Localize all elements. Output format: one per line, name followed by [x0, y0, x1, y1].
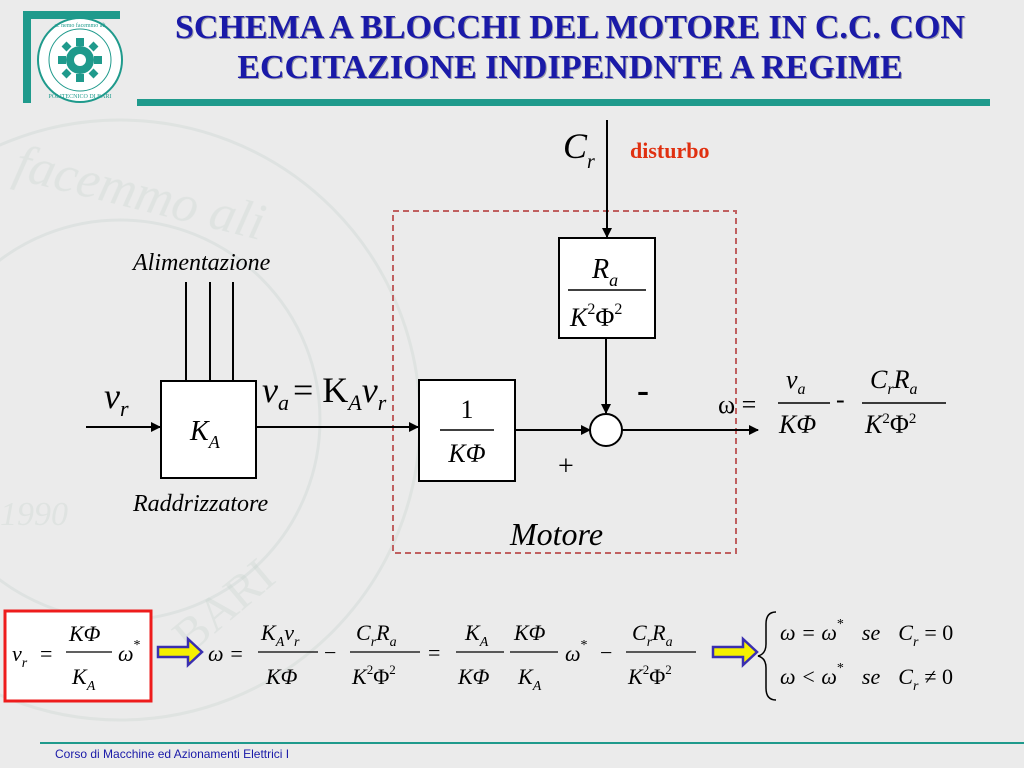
slide-title: SCHEMA A BLOCCHI DEL MOTORE IN C.C. CON … — [130, 8, 1010, 88]
logo-text-bottom: POLITECNICO DI BARI — [49, 94, 112, 100]
ra-block — [558, 237, 656, 339]
implies-arrow-2 — [711, 636, 759, 668]
implies-arrow-1 — [156, 636, 204, 668]
input-vr-label: vr — [104, 376, 129, 421]
eq-f5-den: K2Φ2 — [627, 662, 672, 689]
raddrizzatore-label: Raddrizzatore — [132, 491, 268, 517]
logo-text-top: ac nemo facemmo ali — [54, 22, 106, 29]
eq-f2-num: CrRa — [356, 620, 397, 650]
eq-f3-den: KΦ — [457, 664, 490, 689]
eq-f3-num: KA — [464, 620, 489, 650]
vr-highlight-box — [3, 609, 153, 703]
alimentazione-label: Alimentazione — [131, 250, 271, 276]
omega-f1-den: KΦ — [778, 410, 816, 439]
eq-equals-2: = — [428, 640, 440, 665]
watermark-year: 1990 — [0, 496, 68, 533]
title-frame — [23, 11, 990, 106]
eq-minus-1: − — [324, 640, 336, 665]
eq-f1-num: KAvr — [260, 620, 300, 650]
cr-label: Cr — [563, 126, 595, 173]
vr-equals: = — [40, 641, 52, 666]
omega-output-lhs: ω = — [718, 390, 756, 419]
kphi-block-num: 1 — [461, 395, 474, 424]
eq-f1-den: KΦ — [265, 664, 298, 689]
title-line-1: SCHEMA A BLOCCHI DEL MOTORE IN C.C. CON — [174, 9, 965, 46]
ka-block — [160, 380, 257, 479]
eq-f4-num: KΦ — [513, 620, 546, 645]
motore-dashed-box — [392, 210, 737, 554]
footer-rule — [40, 742, 1024, 744]
eq-f2-den: K2Φ2 — [351, 662, 396, 689]
omega-f2-den: K2Φ2 — [864, 410, 916, 439]
politecnico-logo: ac nemo facemmo ali POLITECNICO DI BARI — [37, 17, 123, 103]
omega-f1-num: va — [786, 365, 806, 398]
vr-lhs: vr — [12, 641, 28, 671]
vr-num: KΦ — [68, 621, 101, 646]
eq-minus-2: − — [600, 640, 612, 665]
va-equation: va= KAvr — [262, 370, 387, 415]
vr-omega: ω* — [118, 638, 141, 666]
eq-f5-num: CrRa — [632, 620, 673, 650]
eq-omega-lhs: ω = — [208, 641, 244, 666]
omega-output-minus: - — [836, 385, 845, 414]
minus-sign: - — [637, 370, 649, 410]
footer-course-name: Corso di Macchine ed Azionamenti Elettri… — [55, 747, 290, 761]
alimentazione-lines — [185, 282, 234, 380]
eq-f4-den: KA — [517, 664, 542, 694]
omega-f2-num: CrRa — [870, 365, 917, 398]
block-diagram: Alimentazione vr KA Raddrizzatore va= KA… — [86, 120, 946, 554]
eq-omega-star: ω* — [565, 638, 588, 666]
disturbo-label: disturbo — [630, 138, 709, 163]
ka-block-label: KA — [189, 416, 221, 452]
vr-den: KA — [71, 664, 96, 694]
cases-brace — [757, 611, 777, 701]
kphi-block-den: KΦ — [447, 439, 485, 468]
motore-label: Motore — [509, 516, 603, 552]
plus-sign: + — [558, 451, 574, 482]
ra-block-den: K2Φ2 — [569, 301, 622, 332]
ra-block-num: Ra — [591, 254, 618, 290]
title-line-2: ECCITAZIONE INDIPENDNTE A REGIME — [237, 49, 903, 86]
